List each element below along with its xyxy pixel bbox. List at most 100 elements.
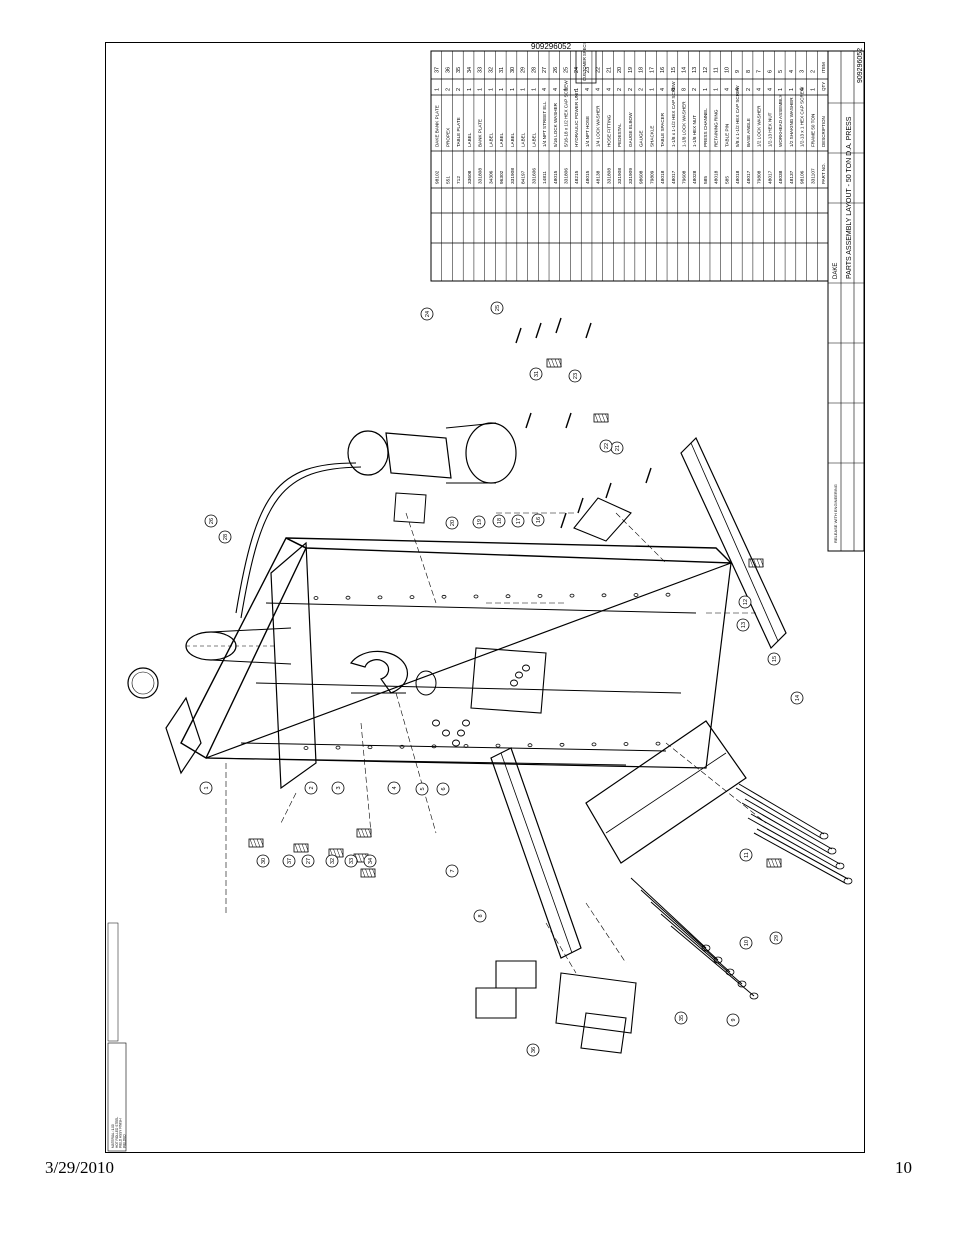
balloon-label: 25 [495, 305, 501, 311]
balloon-label: 36 [531, 1047, 537, 1053]
label-plate-outline [248, 838, 264, 848]
item-balloon: 1 [199, 781, 213, 795]
parts-table [430, 50, 829, 282]
item-balloon: 19 [472, 515, 486, 529]
part-number: 331606 [531, 168, 537, 184]
part-number: 48015 [553, 170, 559, 184]
title-block [827, 50, 865, 552]
part-description: GAUGE [639, 130, 644, 147]
part-description: PEDESTAL [617, 123, 622, 147]
part-quantity: 2 [746, 88, 752, 91]
pin-end [749, 992, 759, 1000]
balloon-circle [674, 1011, 688, 1025]
item-balloon: 12 [738, 595, 752, 609]
washer [522, 664, 530, 672]
balloon-label: 24 [425, 311, 431, 317]
cylinder-body [210, 659, 292, 665]
balloon-label: 31 [534, 371, 540, 377]
frame-hole [473, 594, 479, 599]
balloon-circle [526, 1043, 540, 1057]
note-box [575, 50, 597, 84]
label-plate [766, 858, 782, 868]
balloon-label: 18 [497, 518, 503, 524]
part-number: 48015 [585, 170, 591, 184]
washer [432, 719, 440, 727]
part-quantity: 1 [510, 88, 516, 91]
label-plate-hatch [361, 828, 365, 838]
balloon-circle [445, 516, 459, 530]
balloon-circle [492, 514, 506, 528]
balloon-circle [599, 439, 613, 453]
label-plate [356, 828, 372, 838]
item-balloon: 7 [445, 864, 459, 878]
part-item-number: 32 [488, 67, 494, 73]
label-plate-hatch [256, 838, 261, 848]
part-item-number: 13 [692, 67, 698, 73]
balloon-label: 2 [309, 786, 315, 789]
part-number: 331806 [563, 168, 569, 184]
item-balloon: 24 [420, 307, 434, 321]
part-item-number: 19 [628, 67, 634, 73]
part-item-number: 21 [606, 67, 612, 73]
part-quantity: 1 [478, 88, 484, 91]
frame-hole [399, 744, 405, 749]
part-number: 331107 [810, 168, 816, 184]
label-plate-hatch [365, 868, 369, 878]
balloon-circle [529, 367, 543, 381]
table-pin [744, 798, 833, 850]
frame-hole [527, 743, 533, 748]
table-pin [756, 828, 849, 880]
item-balloon: 2 [304, 781, 318, 795]
frame-rail-edge [205, 757, 627, 766]
part-description: LABEL [510, 132, 515, 147]
pump-motor-end [347, 430, 389, 476]
item-balloon: 33 [344, 854, 358, 868]
part-description: 1/2 LOCK WASHER [757, 105, 762, 147]
balloon-circle [325, 854, 339, 868]
part-number: 331808 [478, 168, 484, 184]
part-number: 48017 [746, 170, 752, 184]
label-plate-hatch [756, 558, 761, 568]
balloon-circle [490, 301, 504, 315]
part-item-number: 17 [649, 67, 655, 73]
part-quantity: 1 [703, 88, 709, 91]
table-pin [747, 817, 838, 869]
gauge-dial [131, 671, 155, 695]
part-quantity: 1 [521, 88, 527, 91]
reservoir-side [445, 422, 497, 429]
part-number: 33608 [467, 170, 473, 184]
label-plate-hatch [357, 828, 362, 838]
part-description: PROPEX [445, 128, 450, 147]
notes-box [107, 1042, 127, 1152]
balloon-label: 5 [420, 787, 426, 790]
table-header: DESCRIPTION [821, 116, 826, 147]
part-description: BASE ANGLE [746, 118, 751, 147]
label-plate-outline [360, 868, 376, 878]
balloon-circle [568, 369, 582, 383]
ram-piston [415, 670, 437, 696]
balloon-circle [331, 781, 345, 795]
part-item-number: 5 [778, 70, 784, 73]
label-plate-hatch [554, 358, 559, 368]
label-plate-outline [293, 843, 309, 853]
part-quantity: 4 [735, 88, 741, 91]
notes-box [107, 922, 119, 1042]
part-description: 5/16 LOCK WASHER [553, 102, 558, 147]
balloon-label: 4 [392, 786, 398, 789]
screw [585, 322, 592, 339]
part-description: 1/4 NPT HOSE [585, 116, 590, 147]
drawing-note: HOT ROLLED STEEL [115, 1116, 119, 1148]
balloon-circle [304, 781, 318, 795]
part-item-number: 12 [703, 67, 709, 73]
item-balloon: 25 [490, 301, 504, 315]
part-quantity: 4 [553, 88, 559, 91]
cylinder-body [210, 627, 292, 633]
drawing-note: MATERIAL: 1.00 [111, 1124, 115, 1148]
item-balloon: 32 [325, 854, 339, 868]
frame-hole [335, 745, 341, 750]
label-plate-hatch [558, 358, 562, 368]
screw [525, 412, 532, 429]
part-quantity: 1 [778, 88, 784, 91]
